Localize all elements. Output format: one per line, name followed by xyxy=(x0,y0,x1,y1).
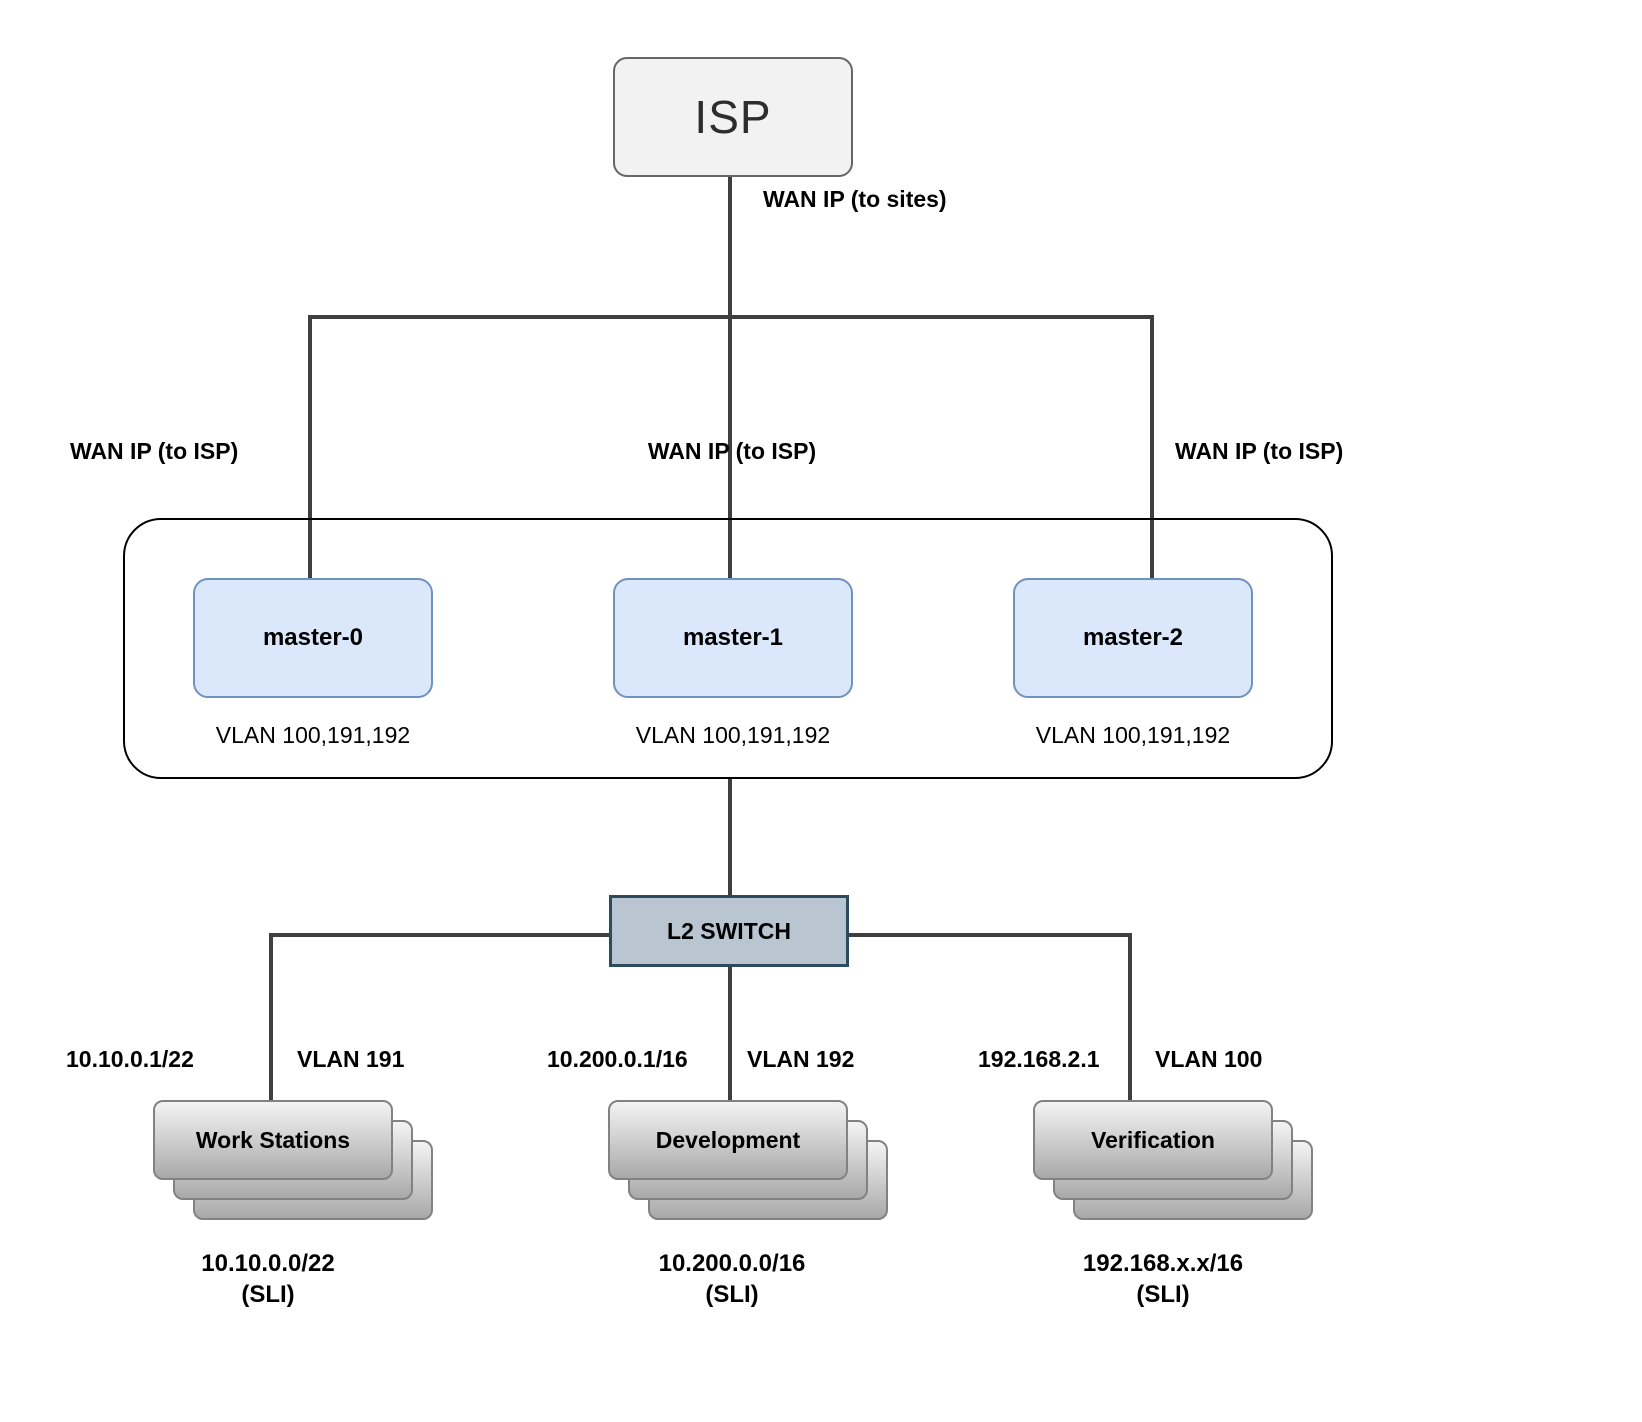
development-card-front: Development xyxy=(608,1100,848,1180)
master-1-node: master-1 xyxy=(613,578,853,698)
connector-drop-verification xyxy=(1128,933,1132,1100)
development-subnet-caption: 10.200.0.0/16 (SLI) xyxy=(659,1248,806,1310)
development-gateway-label: 10.200.0.1/16 xyxy=(547,1046,688,1072)
l2-switch-label: L2 SWITCH xyxy=(667,917,791,944)
master-1-label: master-1 xyxy=(682,624,784,651)
master-2-node: master-2 xyxy=(1013,578,1253,698)
development-label: Development xyxy=(655,1126,801,1153)
development-subnet-note: (SLI) xyxy=(705,1281,759,1308)
wan-to-sites-label: WAN IP (to sites) xyxy=(763,186,947,212)
connector-bus-to-master-0 xyxy=(308,315,312,578)
verification-subnet: 192.168.x.x/16 xyxy=(1082,1250,1244,1277)
verification-card-front: Verification xyxy=(1033,1100,1273,1180)
connector-wan-bus xyxy=(308,315,1154,319)
development-vlan-label: VLAN 192 xyxy=(747,1046,855,1072)
master-2-label: master-2 xyxy=(1082,624,1184,651)
connector-switch-left-horizontal xyxy=(269,933,609,937)
wan-to-isp-label-middle: WAN IP (to ISP) xyxy=(647,438,817,464)
verification-label: Verification xyxy=(1091,1126,1215,1153)
verification-subnet-note: (SLI) xyxy=(1136,1281,1190,1308)
master-0-vlan-label: VLAN 100,191,192 xyxy=(215,722,411,748)
wan-to-isp-label-left: WAN IP (to ISP) xyxy=(70,438,239,464)
verification-vlan-label: VLAN 100 xyxy=(1155,1046,1263,1072)
workstations-subnet-caption: 10.10.0.0/22 (SLI) xyxy=(201,1248,334,1310)
wan-to-isp-label-right: WAN IP (to ISP) xyxy=(1175,438,1344,464)
master-0-label: master-0 xyxy=(262,624,364,651)
l2-switch-node: L2 SWITCH xyxy=(609,895,849,967)
connector-masters-to-switch xyxy=(728,779,732,895)
master-0-node: master-0 xyxy=(193,578,433,698)
master-2-vlan-label: VLAN 100,191,192 xyxy=(1035,722,1231,748)
workstations-card-front: Work Stations xyxy=(153,1100,393,1180)
verification-subnet-caption: 192.168.x.x/16 (SLI) xyxy=(1083,1248,1243,1310)
verification-gateway-label: 192.168.2.1 xyxy=(978,1046,1100,1072)
development-subnet: 10.200.0.0/16 xyxy=(658,1250,806,1277)
connector-switch-right-horizontal xyxy=(849,933,1132,937)
isp-node: ISP xyxy=(613,57,853,177)
workstations-vlan-label: VLAN 191 xyxy=(297,1046,405,1072)
workstations-label: Work Stations xyxy=(195,1126,351,1153)
workstations-subnet: 10.10.0.0/22 xyxy=(201,1250,335,1277)
connector-isp-to-master-1 xyxy=(728,177,732,578)
connector-bus-to-master-2 xyxy=(1150,315,1154,578)
isp-label: ISP xyxy=(694,91,772,143)
workstations-subnet-note: (SLI) xyxy=(241,1281,295,1308)
workstations-gateway-label: 10.10.0.1/22 xyxy=(66,1046,194,1072)
connector-drop-development xyxy=(728,967,732,1100)
connector-drop-workstations xyxy=(269,933,273,1100)
masters-container xyxy=(123,518,1333,779)
master-1-vlan-label: VLAN 100,191,192 xyxy=(635,722,831,748)
